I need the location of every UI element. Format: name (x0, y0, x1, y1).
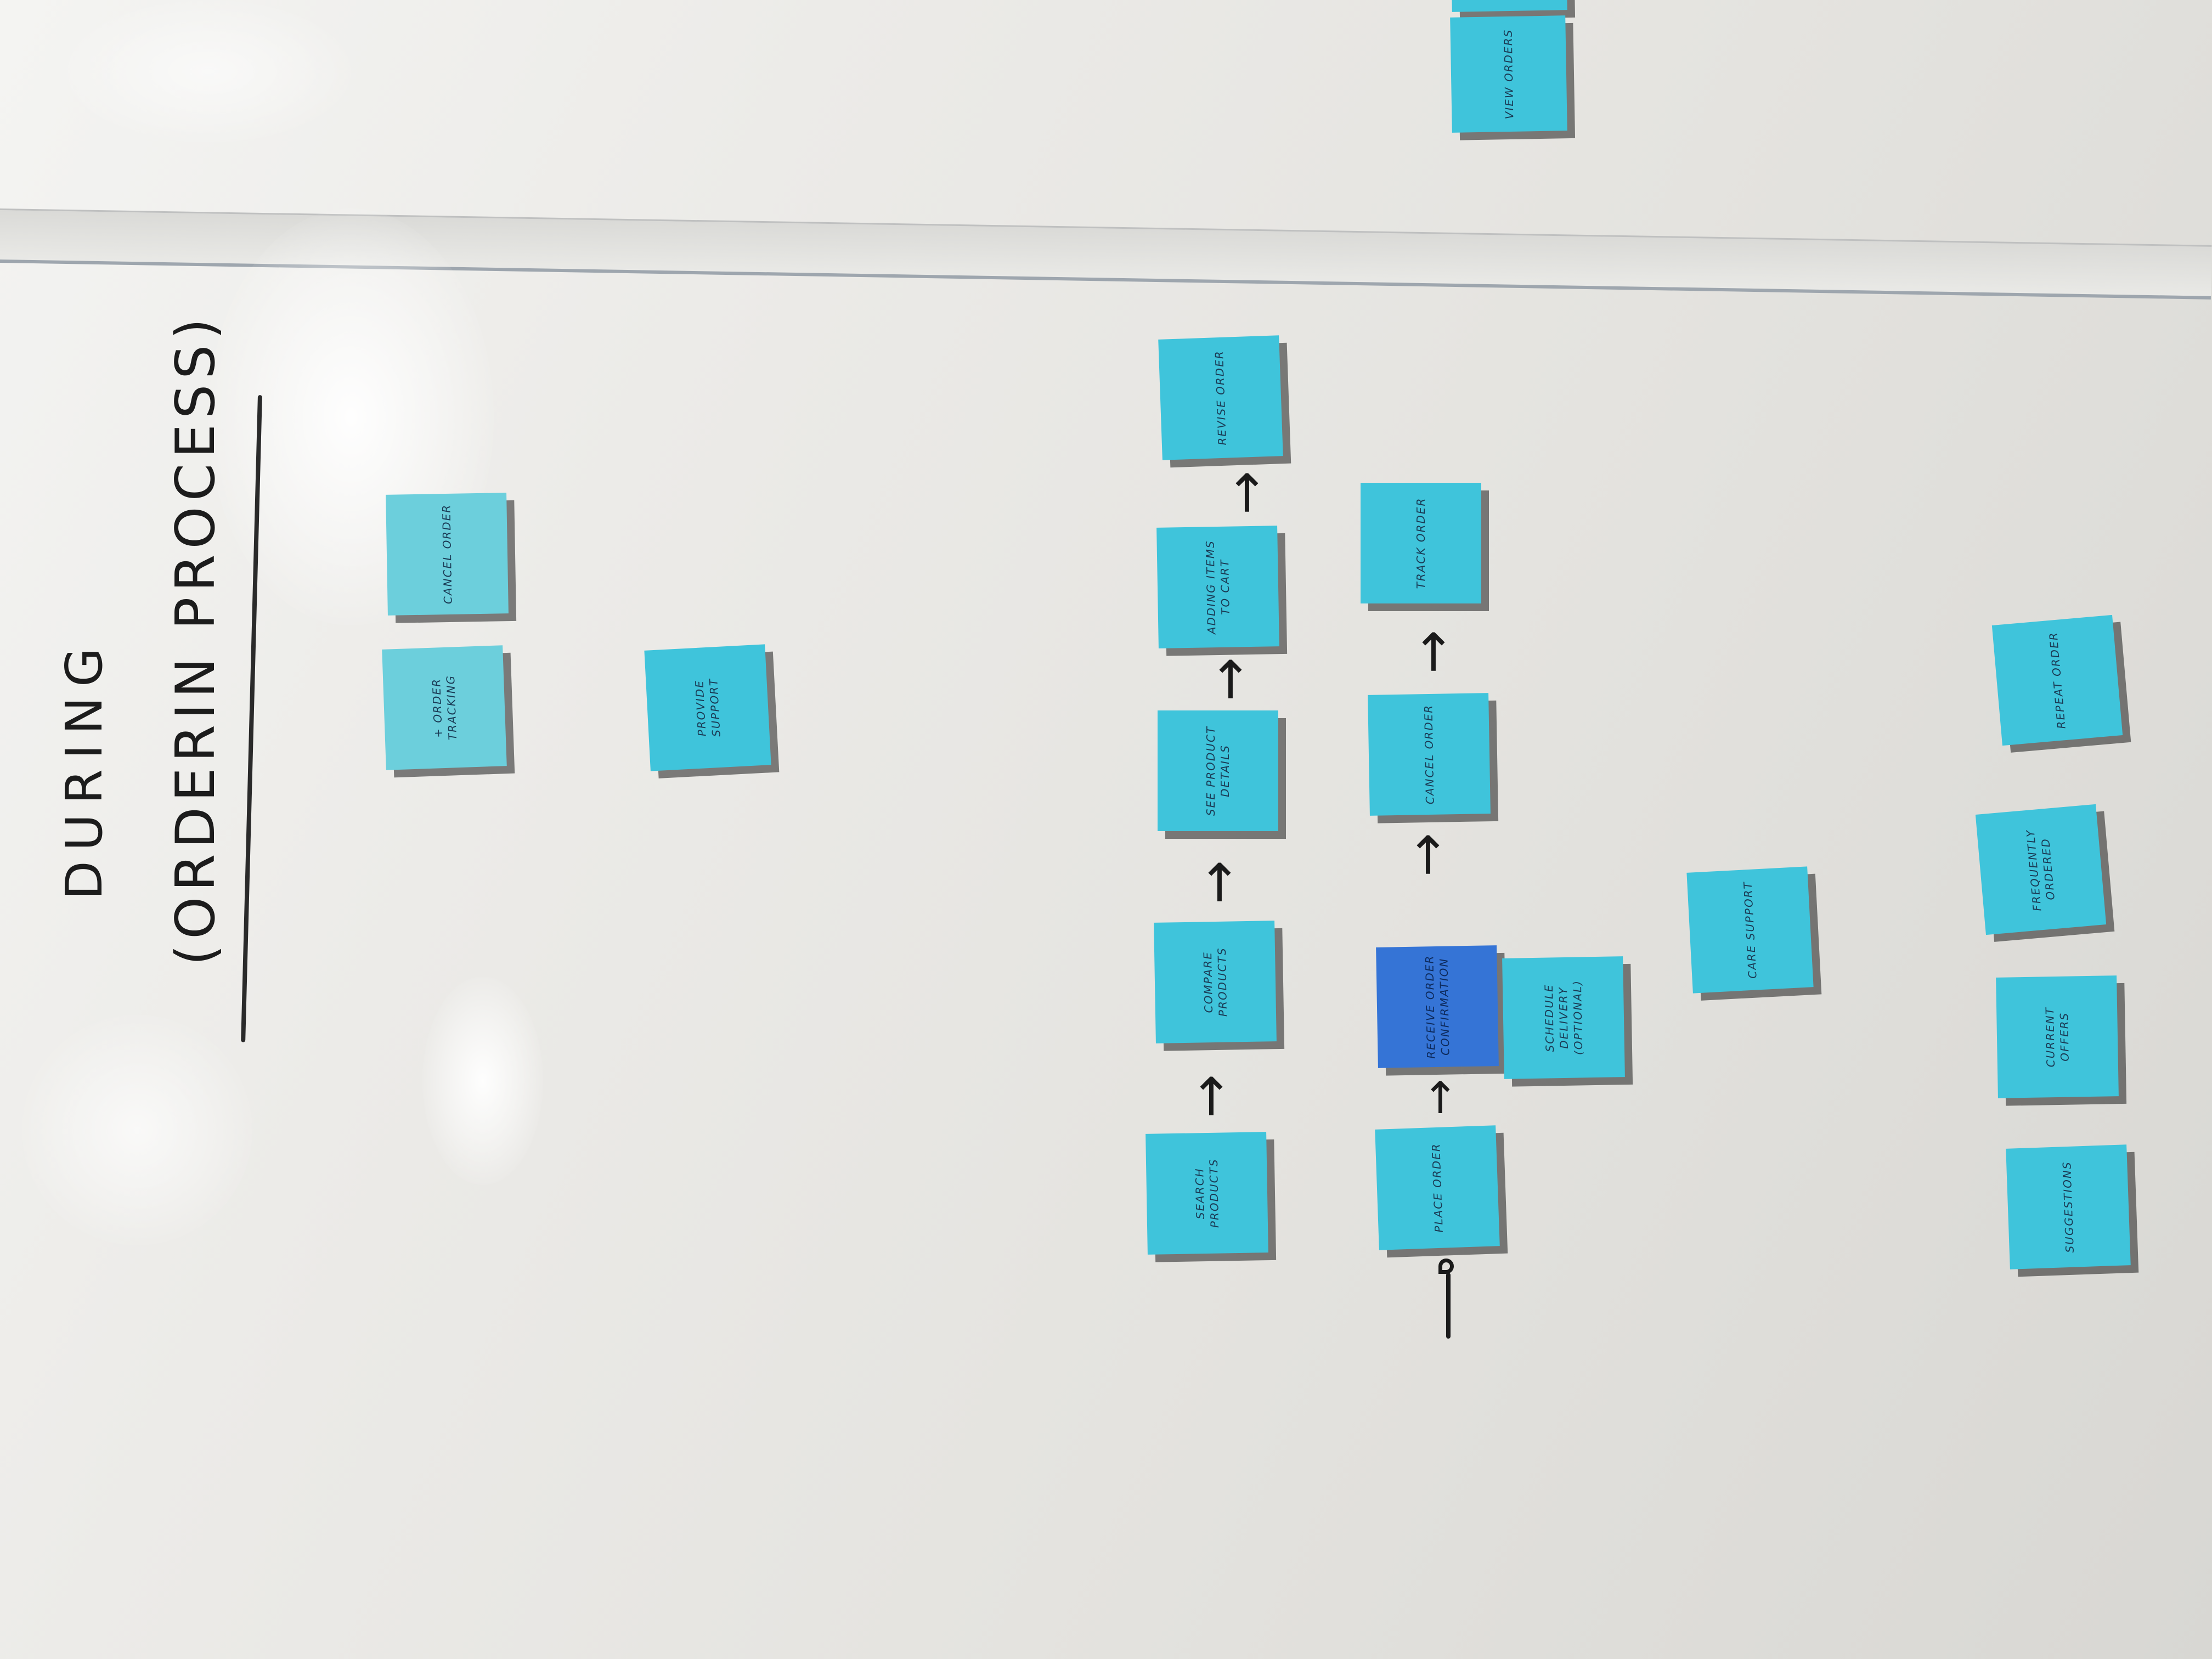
note-label: SEARCH PRODUCTS (1193, 1158, 1222, 1228)
note-repeat-order: REPEAT ORDER (1991, 614, 2123, 746)
light-glare (66, 0, 351, 143)
board-heading-ordering-process: (ORDERIN PROCESS) (165, 313, 227, 966)
note-schedule-delivery: SCHEDULE DELIVERY (OPTIONAL) (1502, 956, 1625, 1079)
flow-arrow: → (1413, 1079, 1465, 1116)
note-view-orders: VIEW ORDERS (1450, 15, 1567, 133)
light-glare (22, 1015, 252, 1245)
note-current-offers: CURRENT OFFERS (1996, 975, 2119, 1098)
note-track-order: TRACK ORDER (1361, 483, 1481, 603)
note-compare-products: COMPARE PRODUCTS (1154, 921, 1277, 1043)
note-cancel-order: CANCEL ORDER (1368, 693, 1491, 816)
note-label: CANCEL ORDER (439, 504, 455, 605)
note-label: PLACE ORDER (1429, 1142, 1446, 1233)
note-label: CURRENT OFFERS (2043, 1006, 2072, 1068)
flow-arrow: → (1396, 832, 1458, 877)
light-glare (422, 977, 543, 1185)
note-label: + ORDER TRACKING (430, 674, 460, 741)
note-see-product-details: SEE PRODUCT DETAILS (1158, 710, 1278, 831)
note-label: REPEAT ORDER (2046, 631, 2068, 730)
note-label: COMPARE PRODUCTS (1201, 947, 1230, 1017)
note-adding-items-to-cart: ADDING ITEMS TO CART (1156, 526, 1279, 648)
note-suggestions: SUGGESTIONS (2006, 1144, 2131, 1269)
note-cancel-order-top (1450, 0, 1567, 12)
note-receive-order-confirmation: RECEIVE ORDER CONFIRMATION (1376, 945, 1499, 1068)
note-label: REVISE ORDER (1212, 349, 1229, 446)
note-label: SEE PRODUCT DETAILS (1204, 725, 1232, 816)
note-label: ADDING ITEMS TO CART (1203, 540, 1232, 635)
flow-arrow: → (1215, 470, 1277, 515)
flow-arrow: → (1187, 860, 1249, 905)
note-revise-order: REVISE ORDER (1158, 335, 1283, 460)
note-search-products: SEARCH PRODUCTS (1146, 1132, 1268, 1255)
note-label: CARE SUPPORT (1741, 881, 1759, 979)
note-provide-support: PROVIDE SUPPORT (644, 644, 771, 771)
note-label: FREQUENTLY ORDERED (2023, 828, 2057, 912)
note-frequently-ordered: FREQUENTLY ORDERED (1975, 804, 2107, 935)
start-arrow (1438, 1259, 1454, 1339)
note-order-tracking: + ORDER TRACKING (382, 645, 507, 770)
note-care-support: CARE SUPPORT (1686, 866, 1814, 994)
note-label: SCHEDULE DELIVERY (OPTIONAL) (1542, 979, 1585, 1056)
flow-arrow: → (1401, 629, 1463, 674)
board-heading-during: DURING (55, 637, 114, 900)
note-place-order: PLACE ORDER (1375, 1125, 1500, 1250)
note-label: VIEW ORDERS (1501, 29, 1516, 120)
note-label: SUGGESTIONS (2060, 1161, 2076, 1253)
note-label: TRACK ORDER (1414, 497, 1427, 589)
note-label: RECEIVE ORDER CONFIRMATION (1423, 955, 1452, 1059)
note-label: CANCEL ORDER (1421, 704, 1437, 805)
flow-arrow: → (1198, 657, 1260, 702)
note-label: PROVIDE SUPPORT (692, 678, 723, 737)
note-cancel-order-left: CANCEL ORDER (386, 493, 509, 616)
flow-arrow: → (1179, 1074, 1241, 1119)
